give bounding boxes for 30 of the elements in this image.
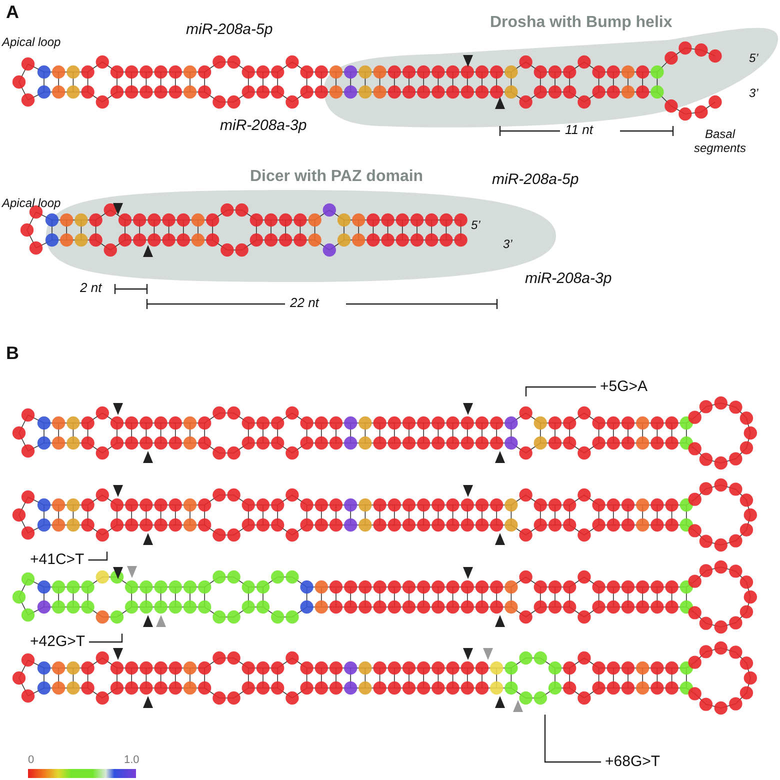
panel-letter: B: [6, 343, 19, 364]
leader-line: [88, 552, 108, 561]
mutation-label: +68G>T: [605, 753, 660, 771]
mutation-label: +41C>T: [30, 551, 84, 569]
annotation-text: 5’: [471, 219, 480, 233]
rna-hairpin-drawing: [12, 478, 757, 552]
annotation-text: 3’: [749, 87, 758, 101]
band-title: Dicer with PAZ domain: [250, 168, 424, 186]
rna-hairpin-drawing: [12, 396, 757, 470]
annotation-text: 11 nt: [565, 123, 593, 138]
annotation-text: Basal segments: [692, 128, 748, 156]
annotation-text: Apical loop: [2, 36, 61, 50]
leader-line: [544, 714, 601, 763]
annotation-text: 1.0: [124, 754, 140, 767]
leader-line: [89, 634, 123, 643]
annotation-text: 2 nt: [80, 281, 102, 296]
band-title: Drosha with Bump helix: [490, 14, 672, 32]
annotation-text: Apical loop: [2, 197, 61, 211]
annotation-text: miR-208a-5p: [186, 21, 273, 38]
mutation-label: +42G>T: [30, 633, 86, 651]
annotation-text: 22 nt: [290, 296, 319, 311]
leader-line: [525, 386, 596, 396]
annotation-text: miR-208a-3p: [525, 270, 612, 288]
annotation-text: 0: [28, 754, 34, 767]
annotation-text: 3’: [503, 238, 512, 252]
mutation-label: +5G>A: [600, 378, 648, 396]
annotation-text: miR-208a-5p: [492, 171, 579, 188]
annotation-text: miR-208a-3p: [220, 117, 307, 134]
panel-letter: A: [6, 2, 19, 23]
annotation-text: 5’: [749, 52, 758, 66]
